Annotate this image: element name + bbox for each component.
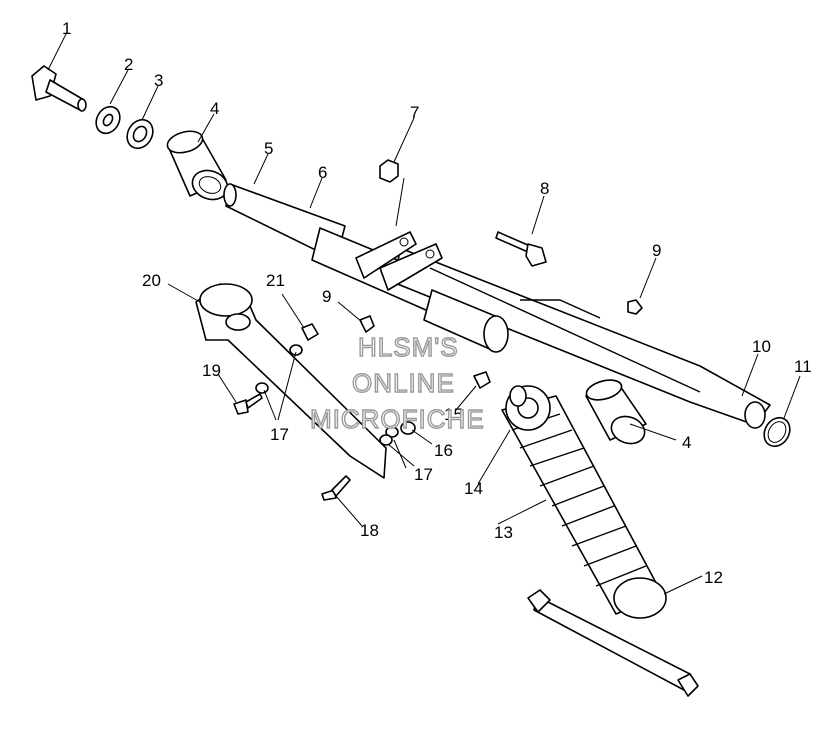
- part-8-bolt: [495, 231, 547, 267]
- part-18-bolt: [321, 475, 351, 501]
- callout-17a: 17: [414, 465, 433, 484]
- part-20-link-arm: [195, 283, 387, 479]
- part-2-washer: [95, 105, 121, 135]
- part-4-bushing-left: [166, 130, 229, 201]
- callout-15: 15: [444, 405, 463, 424]
- swing-arm-assembly: [223, 183, 771, 429]
- callout-9a: 9: [652, 241, 661, 260]
- part-7-nut: [379, 159, 399, 183]
- callout-8: 8: [540, 179, 549, 198]
- part-21-nut: [301, 323, 319, 341]
- leader-lines: [47, 33, 801, 595]
- part-1-bolt: [31, 65, 87, 112]
- watermark-line-2: ONLINE: [352, 368, 455, 398]
- callout-19: 19: [202, 361, 221, 380]
- callout-12: 12: [704, 568, 723, 587]
- part-16-nut: [400, 421, 416, 435]
- callout-20: 20: [142, 271, 161, 290]
- callout-21: 21: [266, 271, 285, 290]
- callout-4b: 4: [682, 433, 691, 452]
- callout-3: 3: [154, 71, 163, 90]
- part-17-washers-upper: [255, 344, 303, 394]
- part-17-washers-lower: [379, 426, 399, 446]
- callout-17b: 17: [270, 425, 289, 444]
- callout-2: 2: [124, 55, 133, 74]
- callout-4a: 4: [210, 99, 219, 118]
- part-14-bushing: [509, 385, 527, 407]
- callout-18: 18: [360, 521, 379, 540]
- callout-16: 16: [434, 441, 453, 460]
- watermark-line-3: MICROFICHE: [310, 404, 485, 434]
- part-19-bolt: [233, 393, 263, 415]
- callout-11: 11: [794, 357, 812, 376]
- callout-1: 1: [62, 19, 71, 38]
- watermark: HLSM'S ONLINE MICROFICHE: [309, 331, 485, 434]
- part-9-nut-right: [627, 299, 643, 315]
- part-13-shock-absorber: [501, 385, 667, 619]
- part-15-nut: [473, 371, 491, 389]
- callout-13: 13: [494, 523, 513, 542]
- callout-9b: 9: [322, 287, 331, 306]
- part-3-washer: [126, 118, 154, 150]
- callout-14: 14: [464, 479, 483, 498]
- part-9-nut-left: [359, 315, 375, 333]
- watermark-line-1: HLSM'S: [358, 332, 459, 362]
- part-11-ring: [763, 416, 791, 448]
- callout-6: 6: [318, 163, 327, 182]
- callout-5: 5: [264, 139, 273, 158]
- callout-10: 10: [752, 337, 771, 356]
- part-12-bolt: [527, 589, 699, 697]
- callout-labels: 1 2 3 4 5 6 7 8 9 9 10 11 4 12 13 14 15 …: [62, 19, 812, 587]
- part-4-bushing-right: [585, 379, 647, 445]
- callout-7: 7: [410, 103, 419, 122]
